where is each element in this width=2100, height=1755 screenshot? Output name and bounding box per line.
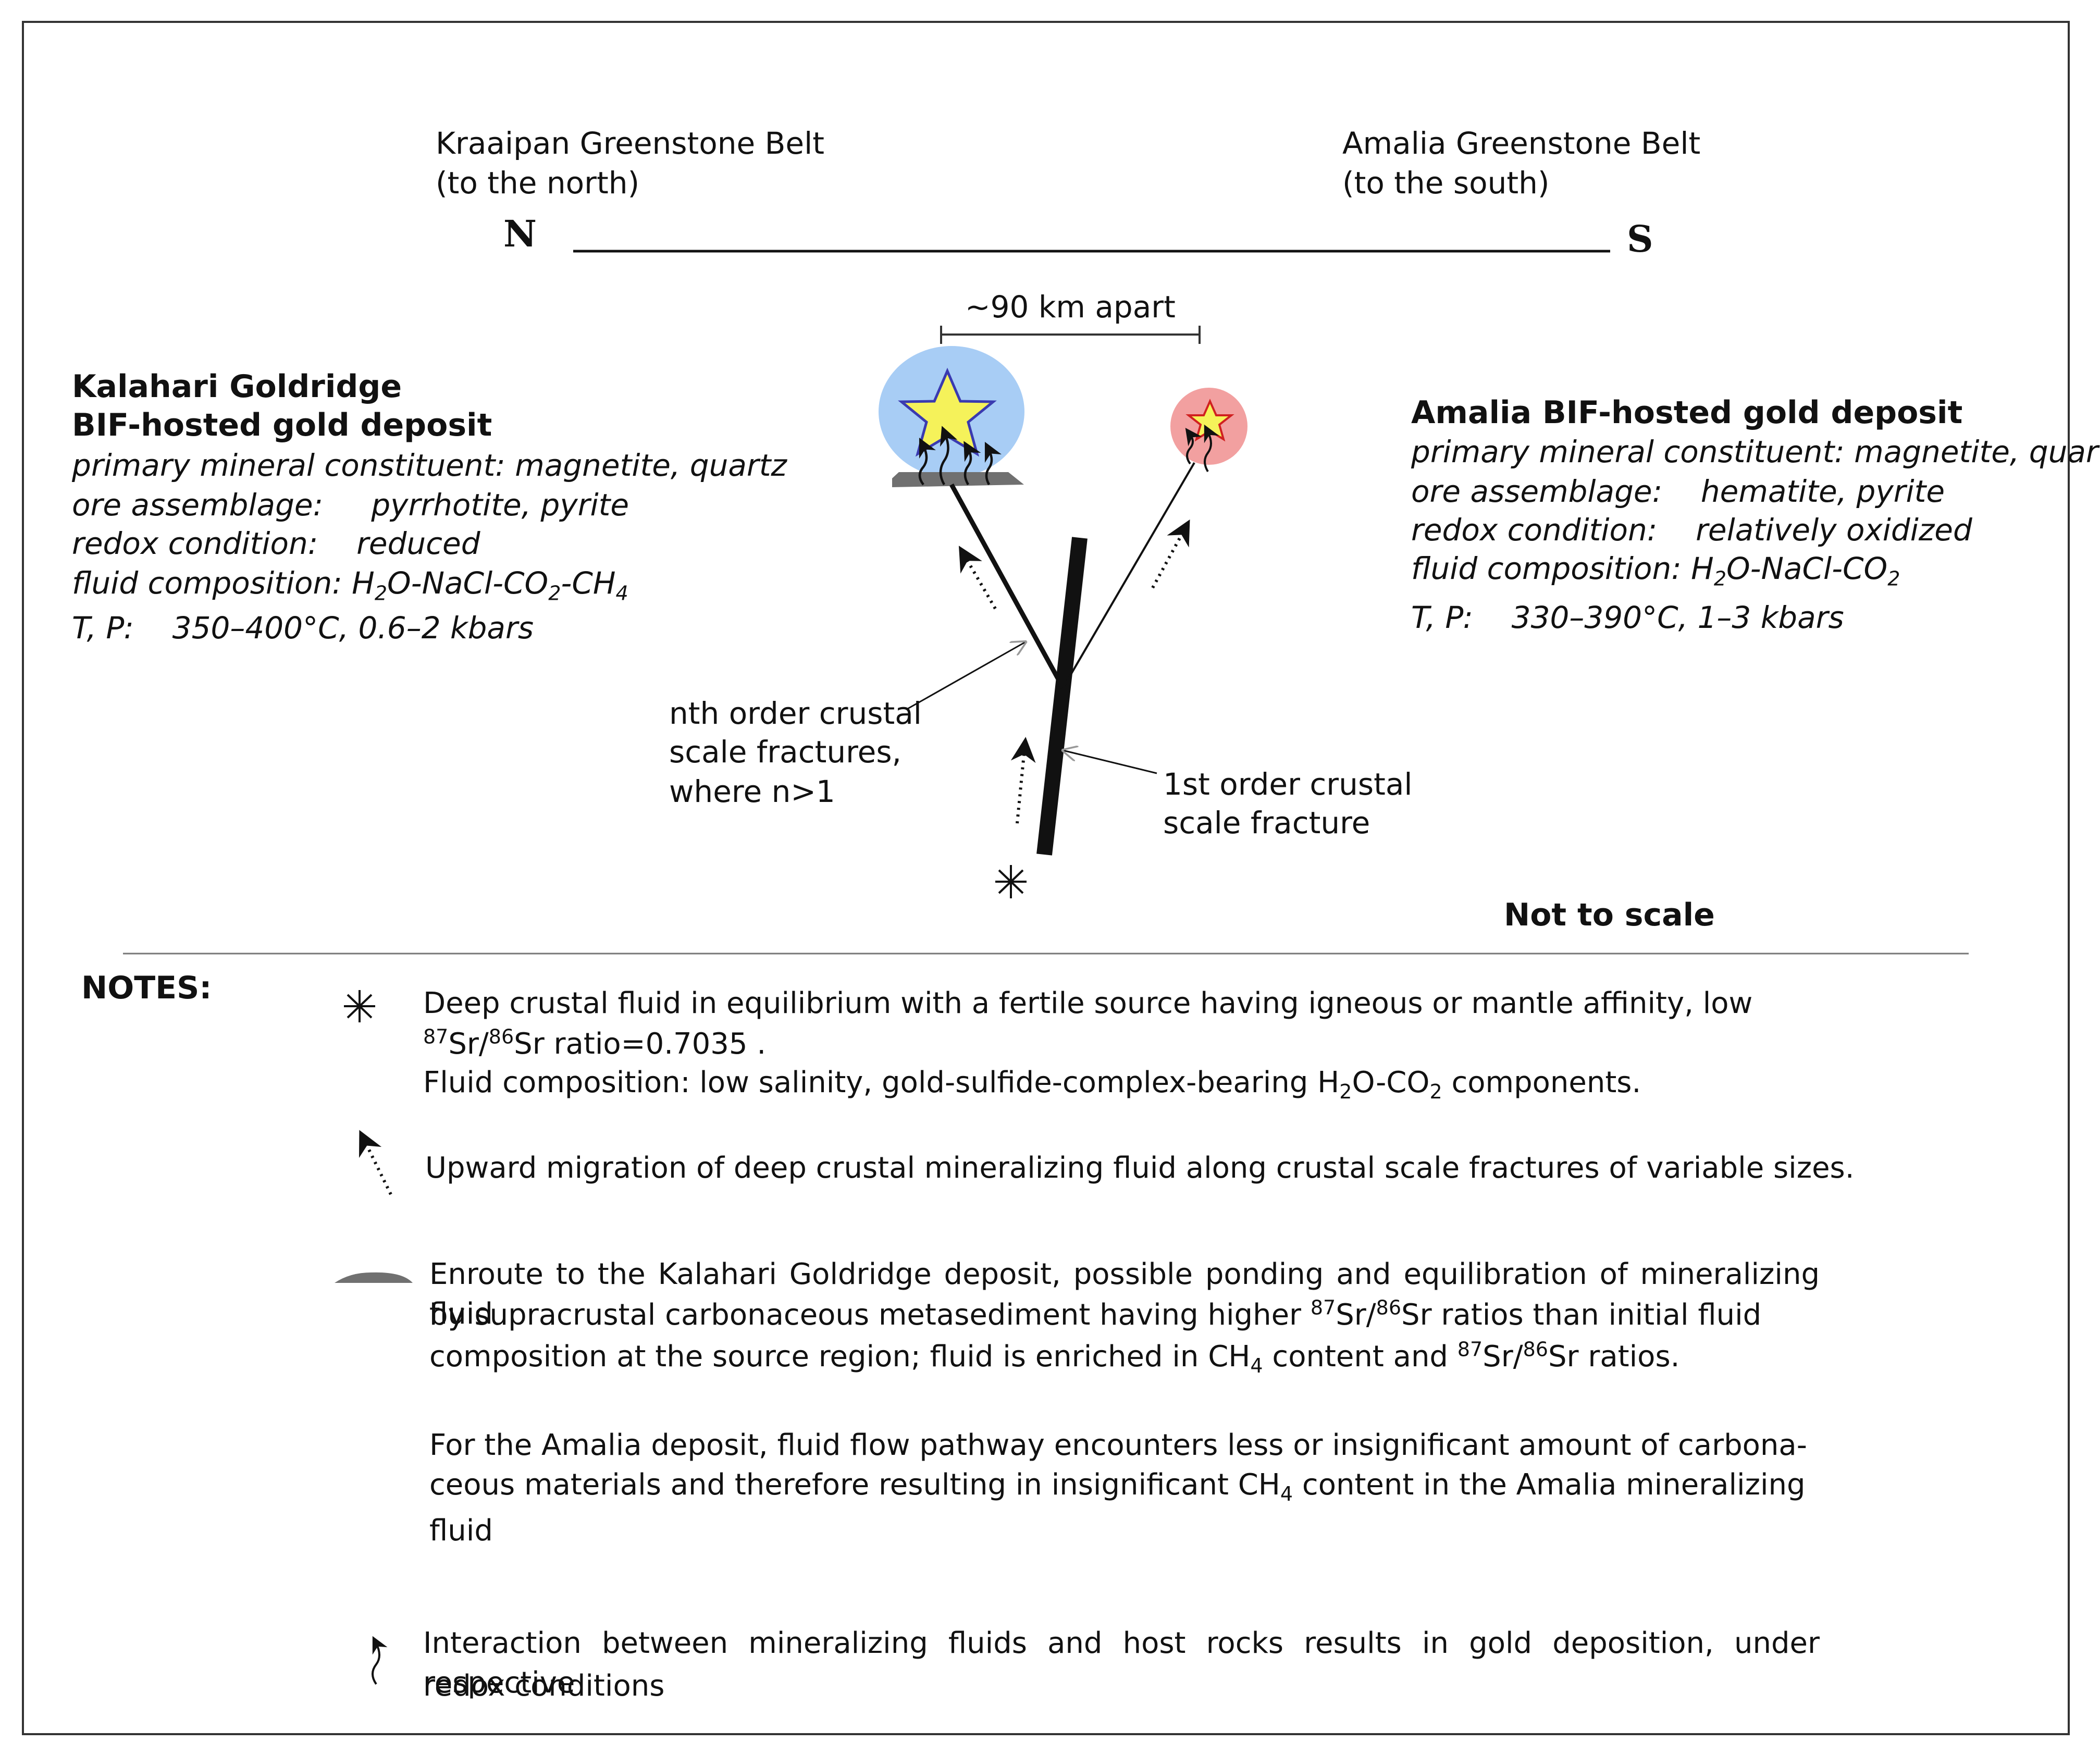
legend-asterisk-icon	[344, 990, 375, 1022]
note-amalia-line2: ceous materials and therefore resulting …	[429, 1468, 1806, 1506]
distance-bar	[940, 326, 1201, 344]
amalia-title: Amalia BIF-hosted gold deposit	[1411, 394, 1963, 431]
nth-order-label-line2: scale fractures,	[669, 734, 901, 770]
north-belt-name: Kraaipan Greenstone Belt	[436, 126, 824, 161]
kalahari-interaction-arrows	[918, 426, 1002, 486]
deep-fluid-source-icon	[995, 865, 1027, 898]
note-amalia-line1: For the Amalia deposit, fluid flow pathw…	[429, 1428, 1807, 1462]
first-order-label-line2: scale fracture	[1163, 805, 1370, 841]
note-ponding-line3: composition at the source region; fluid …	[429, 1338, 1680, 1378]
north-label: N	[503, 212, 537, 255]
kalahari-fluid: fluid composition: H2O-NaCl-CO2-CH4	[72, 565, 628, 605]
first-order-fracture	[1036, 537, 1088, 856]
north-belt-direction: (to the north)	[436, 165, 640, 201]
kalahari-title-line2: BIF-hosted gold deposit	[72, 407, 492, 443]
note-amalia-line3: fluid	[429, 1514, 493, 1548]
kalahari-redox: redox condition: reduced	[72, 526, 480, 561]
carbonaceous-metasediment	[892, 472, 1024, 487]
legend-dotted-arrow-icon	[359, 1130, 392, 1195]
note-fluid-migration: Upward migration of deep crustal mineral…	[425, 1151, 1855, 1185]
first-order-label-line1: 1st order crustal	[1163, 767, 1413, 802]
fluid-migration-arrows	[958, 519, 1190, 824]
first-order-leader	[1063, 750, 1157, 774]
kalahari-mineral: primary mineral constituent: magnetite, …	[72, 448, 787, 483]
legend-interaction-arrow-icon	[372, 1636, 388, 1685]
nth-order-label-line1: nth order crustal	[669, 696, 922, 731]
legend-metasediment-icon	[335, 1272, 413, 1283]
amalia-redox: redox condition: relatively oxidized	[1411, 512, 1972, 548]
note-ponding-line1: Enroute to the Kalahari Goldridge deposi…	[429, 1257, 1820, 1331]
amalia-tp: T, P: 330–390°C, 1–3 kbars	[1411, 600, 1844, 635]
nth-order-fracture-left	[949, 483, 1065, 689]
amalia-fluid: fluid composition: H2O-NaCl-CO2	[1411, 551, 1900, 590]
amalia-interaction-arrows	[1185, 424, 1219, 473]
kalahari-ore: ore assemblage: pyrrhotite, pyrite	[72, 487, 629, 523]
note-deep-fluid-line1: Deep crustal fluid in equilibrium with a…	[423, 986, 1753, 1020]
figure-frame	[22, 21, 2070, 1735]
notes-heading: NOTES:	[81, 970, 212, 1006]
amalia-ore: ore assemblage: hematite, pyrite	[1411, 474, 1945, 509]
note-ponding-line2: by supracrustal carbonaceous metasedimen…	[429, 1296, 1762, 1332]
not-to-scale-label: Not to scale	[1504, 897, 1715, 933]
nth-order-fracture-right	[1062, 462, 1195, 689]
south-belt-name: Amalia Greenstone Belt	[1342, 126, 1701, 161]
nth-order-leader	[907, 642, 1026, 710]
south-belt-direction: (to the south)	[1342, 165, 1550, 201]
note-deep-fluid-line2: 87Sr/86Sr ratio=0.7035 .	[423, 1025, 767, 1061]
note-interaction-line1: Interaction between mineralizing fluids …	[423, 1626, 1820, 1700]
distance-label: ~90 km apart	[965, 289, 1176, 325]
nth-order-label-line3: where n>1	[669, 774, 835, 809]
note-deep-fluid-line3: Fluid composition: low salinity, gold-su…	[423, 1066, 1641, 1104]
note-interaction-line2: redox conditions	[423, 1669, 665, 1703]
south-label: S	[1627, 217, 1653, 261]
amalia-mineral: primary mineral constituent: magnetite, …	[1411, 434, 2100, 469]
kalahari-tp: T, P: 350–400°C, 0.6–2 kbars	[72, 610, 534, 646]
kalahari-title-line1: Kalahari Goldridge	[72, 368, 402, 405]
